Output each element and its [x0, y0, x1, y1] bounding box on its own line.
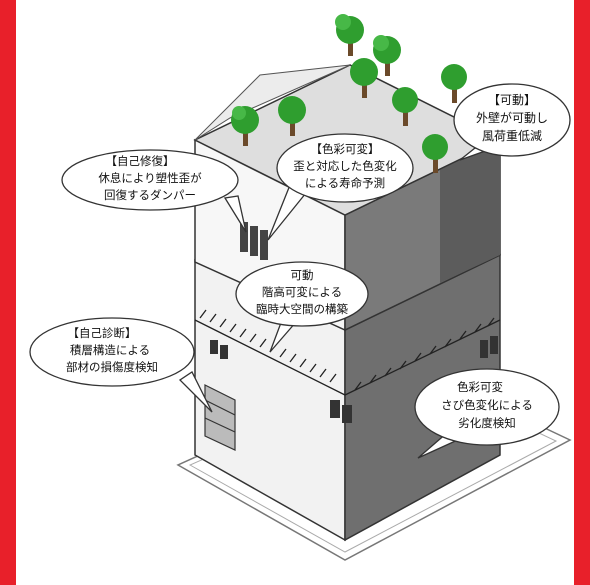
tree	[335, 14, 364, 56]
callout-line: 階高可変による	[262, 285, 342, 299]
callout-line: 劣化度検知	[458, 416, 516, 430]
callout-bubble	[453, 83, 571, 157]
callout-bubble	[235, 261, 369, 327]
callout-line: 回復するダンパー	[104, 188, 196, 202]
callout-color-change-top: 【色彩可変】 歪と対応した色変化 による寿命予測	[267, 133, 414, 241]
callout-line: 臨時大空間の構築	[256, 302, 348, 316]
tree	[441, 64, 467, 103]
callout-line: 可動	[291, 268, 314, 282]
tree	[278, 96, 306, 136]
callout-line: 積層構造による	[70, 343, 150, 357]
callout-line: 風荷重低減	[482, 128, 542, 143]
callout-line: 色彩可変	[457, 380, 503, 394]
tree	[350, 58, 378, 98]
callout-line: 【自己診断】	[68, 326, 137, 340]
roof-trees	[231, 14, 467, 173]
callout-bubble	[414, 368, 560, 446]
callout-line: 外壁が可動し	[476, 110, 548, 125]
callout-line: 休息により塑性歪が	[98, 171, 202, 185]
callout-line: 【自己修復】	[106, 154, 175, 168]
callout-movable-facade: 【可動】 外壁が可動し 風荷重低減	[453, 83, 571, 161]
callout-bubble	[61, 149, 239, 211]
callout-line: 【可動】	[488, 93, 536, 107]
callout-movable-floor: 可動 階高可変による 臨時大空間の構築	[235, 261, 369, 353]
callout-tail	[178, 371, 213, 413]
inner-structure-left	[204, 384, 236, 451]
callout-line: 部材の損傷度検知	[66, 360, 158, 374]
callout-tail	[223, 195, 247, 233]
callout-color-change-bottom: 色彩可変 さび色変化による 劣化度検知	[414, 368, 560, 459]
upper-side-shadow	[440, 140, 500, 283]
callout-self-repair: 【自己修復】 休息により塑性歪が 回復するダンパー	[61, 149, 247, 233]
roof-slope	[194, 64, 351, 141]
repair-damper-upper	[240, 222, 268, 260]
callout-self-diagnosis: 【自己診断】 積層構造による 部材の損傷度検知	[29, 317, 213, 413]
callout-line: 歪と対応した色変化	[293, 159, 397, 173]
callout-line: による寿命予測	[305, 176, 385, 190]
callout-bubble	[29, 317, 195, 387]
tree	[422, 134, 448, 173]
tree	[392, 87, 418, 126]
floor-damper-band	[194, 309, 501, 396]
callout-bubble	[276, 133, 414, 203]
callout-line: さび色変化による	[441, 398, 533, 412]
tree	[373, 35, 401, 76]
callout-line: 【色彩可変】	[311, 142, 380, 156]
tree	[231, 106, 259, 146]
